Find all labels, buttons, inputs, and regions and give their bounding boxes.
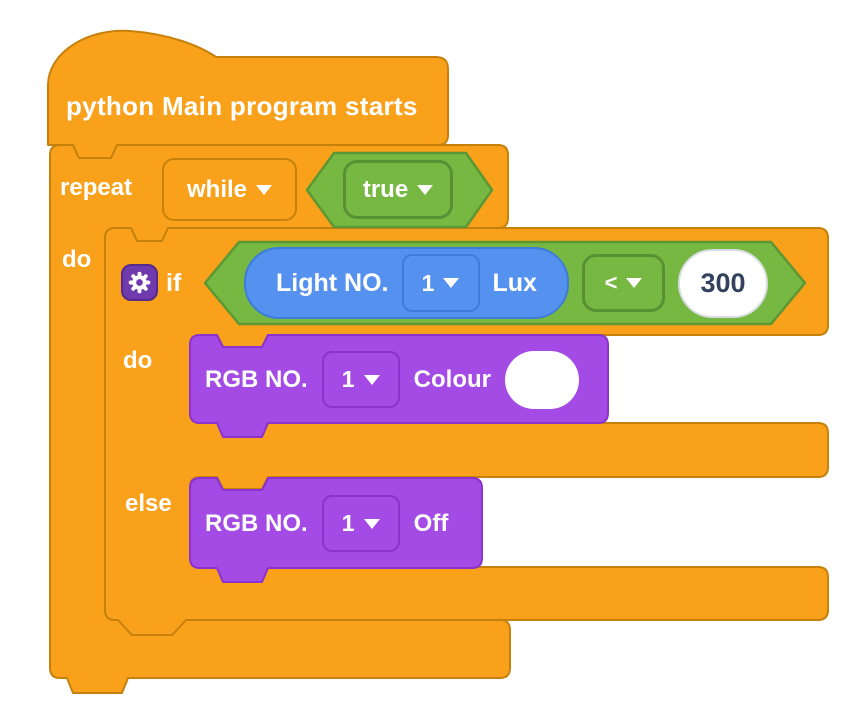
rgb-colour-number-dropdown[interactable]: 1 xyxy=(321,351,400,408)
threshold-number-value: 300 xyxy=(700,268,746,298)
gear-icon xyxy=(128,271,151,294)
if-else-label: else xyxy=(125,490,172,517)
light-sensor-number-value: 1 xyxy=(421,269,435,296)
chevron-down-icon xyxy=(256,184,272,195)
repeat-mode-dropdown[interactable]: while xyxy=(162,158,297,221)
rgb-off-number-value: 1 xyxy=(341,510,355,536)
chevron-down-icon xyxy=(417,184,434,195)
light-sensor-prefix-label: Light NO. xyxy=(276,268,389,297)
threshold-number-field[interactable]: 300 xyxy=(678,249,768,318)
light-sensor-suffix-label: Lux xyxy=(492,268,537,297)
rgb-off-block-shape[interactable] xyxy=(189,477,483,583)
if-label: if xyxy=(166,269,182,297)
chevron-down-icon xyxy=(363,518,380,529)
true-boolean-dropdown-value: true xyxy=(362,175,409,203)
comparison-operator-value: < xyxy=(604,270,618,295)
repeat-label: repeat xyxy=(60,174,133,201)
if-block-shape[interactable] xyxy=(104,227,829,636)
rgb-colour-label: Colour xyxy=(413,365,491,393)
rgb-colour-block-content: RGB NO. 1 Colour xyxy=(190,336,608,423)
light-sensor-block-content: Light NO. 1 Lux xyxy=(245,248,568,318)
if-mutator-button[interactable] xyxy=(121,264,158,301)
if-do-label: do xyxy=(123,347,153,374)
light-sensor-number-dropdown[interactable]: 1 xyxy=(401,254,480,312)
chevron-down-icon xyxy=(626,278,643,288)
rgb-off-prefix-label: RGB NO. xyxy=(205,509,308,537)
hat-block-shape[interactable] xyxy=(47,29,449,159)
repeat-do-label: do xyxy=(62,246,92,273)
chevron-down-icon xyxy=(363,374,380,385)
hat-block-label: python Main program starts xyxy=(66,91,418,121)
chevron-down-icon xyxy=(443,278,460,288)
comparison-operator-dropdown[interactable]: < xyxy=(582,254,665,312)
colour-picker-swatch[interactable] xyxy=(505,350,579,409)
light-sensor-block-shape[interactable] xyxy=(244,247,569,319)
rgb-off-number-dropdown[interactable]: 1 xyxy=(321,495,400,552)
rgb-off-label: Off xyxy=(413,509,449,537)
rgb-colour-prefix-label: RGB NO. xyxy=(205,365,308,393)
repeat-mode-dropdown-value: while xyxy=(186,175,247,203)
true-boolean-dropdown[interactable]: true xyxy=(343,160,453,219)
rgb-colour-number-value: 1 xyxy=(341,366,355,392)
rgb-off-block-content: RGB NO. 1 Off xyxy=(190,479,482,568)
